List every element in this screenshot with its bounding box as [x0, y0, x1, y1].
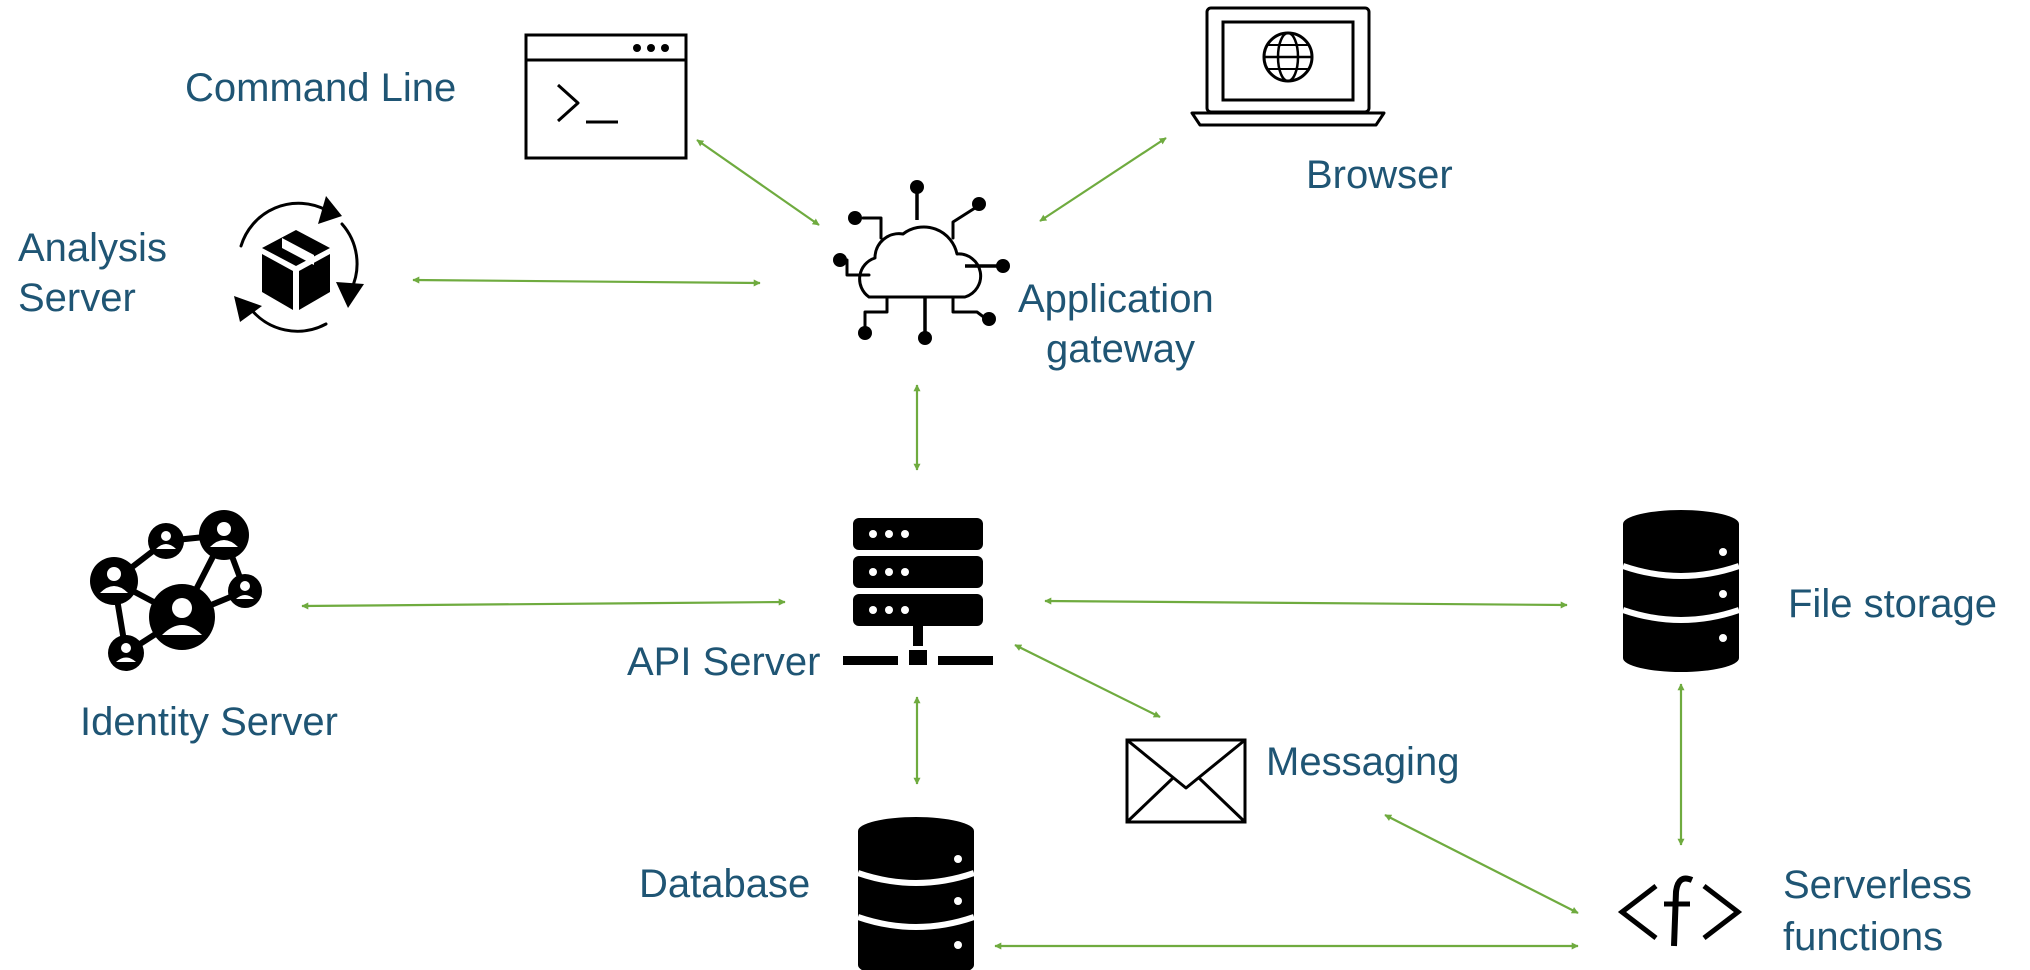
label-command-line: Command Line: [185, 66, 456, 110]
node-application-gateway: Application gateway: [833, 180, 1214, 371]
label-analysis-server-line1: Analysis: [18, 226, 167, 270]
node-identity-server: Identity Server: [80, 510, 338, 744]
label-serverless-functions-line2: functions: [1783, 915, 1943, 959]
envelope-icon: [1125, 738, 1247, 824]
database-icon: [858, 817, 974, 970]
label-api-server: API Server: [627, 640, 820, 684]
function-icon: [1617, 875, 1743, 947]
node-messaging: Messaging: [1125, 738, 1459, 824]
people-network-icon: [90, 510, 262, 671]
node-command-line: Command Line: [185, 33, 688, 160]
database-icon: [1623, 510, 1739, 672]
cloud-network-icon: [833, 180, 1010, 345]
server-rack-icon: [843, 518, 993, 665]
label-messaging: Messaging: [1266, 740, 1459, 784]
label-file-storage: File storage: [1788, 582, 1997, 626]
label-browser: Browser: [1306, 153, 1453, 197]
node-analysis-server: Analysis Server: [18, 196, 364, 333]
label-database: Database: [639, 862, 810, 906]
label-application-gateway-line2: gateway: [1046, 327, 1195, 371]
edge-identity-api: [301, 598, 786, 610]
edge-browser-gateway: [1039, 137, 1167, 222]
node-serverless-functions: Serverless functions: [1617, 863, 1972, 959]
label-serverless-functions-line1: Serverless: [1783, 863, 1972, 907]
package-cycle-icon: [234, 196, 364, 333]
label-identity-server: Identity Server: [80, 700, 338, 744]
node-browser: Browser: [1190, 6, 1453, 197]
node-database: Database: [639, 817, 974, 970]
label-application-gateway-line1: Application: [1018, 277, 1214, 321]
edge-api-filestorage: [1044, 597, 1568, 609]
node-file-storage: File storage: [1623, 510, 1997, 672]
laptop-globe-icon: [1190, 6, 1386, 127]
label-analysis-server-line2: Server: [18, 276, 136, 320]
edge-messaging-serverless: [1384, 814, 1579, 914]
terminal-window-icon: [524, 33, 688, 160]
edge-analysis-gateway: [412, 276, 761, 287]
edge-command-line-gateway: [696, 139, 820, 226]
node-api-server: API Server: [627, 518, 993, 684]
edge-api-messaging: [1014, 644, 1161, 718]
connectors: [301, 137, 1685, 950]
